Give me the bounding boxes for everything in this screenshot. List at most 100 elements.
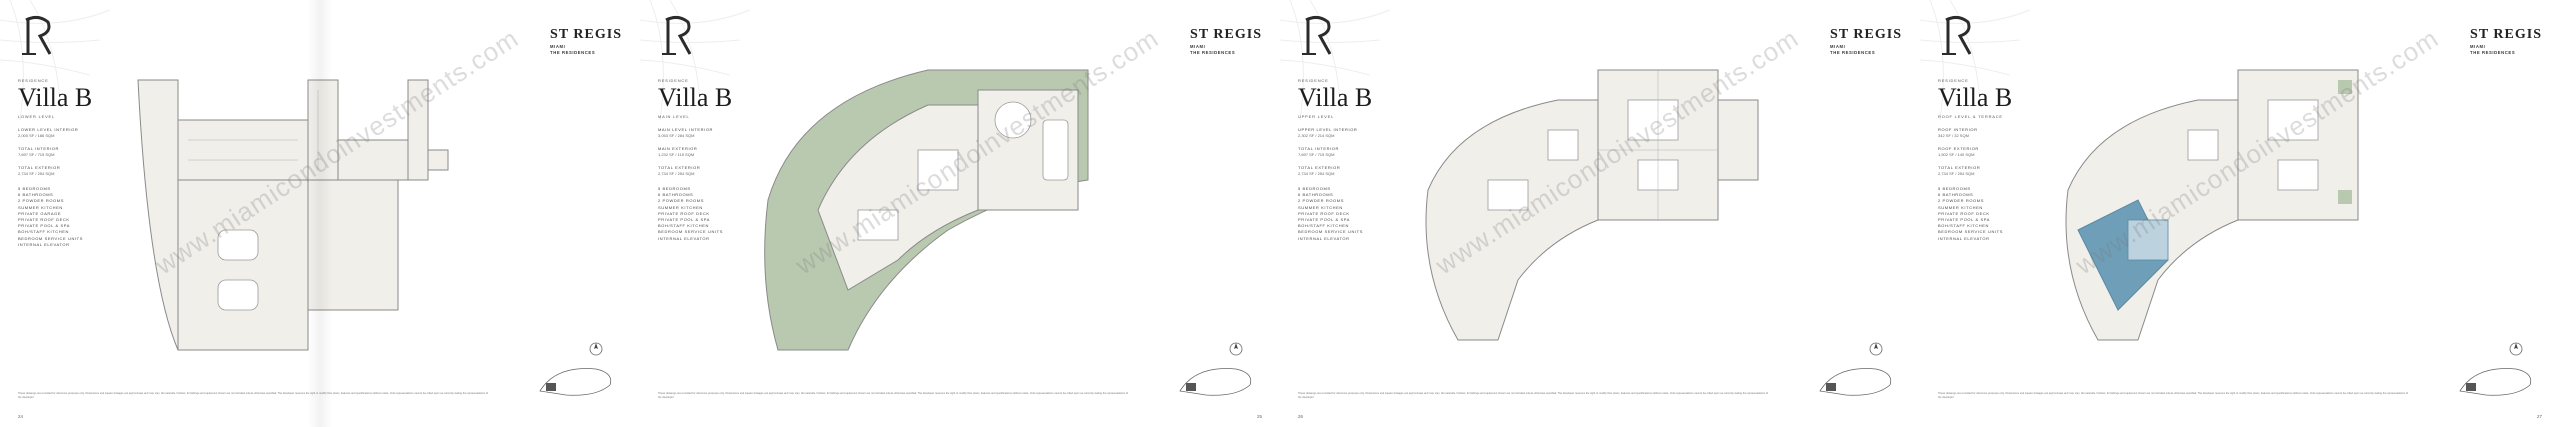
- stat-value: 2,302 SF / 214 SQM: [1298, 133, 1335, 138]
- st-regis-monogram-icon: [1302, 15, 1332, 55]
- residence-eyebrow: RESIDENCE: [18, 78, 49, 83]
- page-number: 26: [1298, 414, 1304, 419]
- brand-city: MIAMI: [1830, 43, 1846, 49]
- brand-wordmark: ST REGIS MIAMI THE RESIDENCES: [1830, 27, 1902, 56]
- feature-item: PRIVATE GARAGE: [18, 210, 62, 216]
- stat-label: ROOF INTERIOR: [1938, 127, 1978, 132]
- legal-disclaimer: These drawings are provided for referenc…: [658, 392, 1128, 399]
- residence-info: RESIDENCE Villa B ROOF LEVEL & TERRACE R…: [1938, 78, 2038, 242]
- stat-value: 2,734 SF / 254 SQM: [658, 171, 695, 176]
- stat-label: TOTAL EXTERIOR: [1938, 165, 1981, 170]
- page-lower-level: ST REGIS MIAMI THE RESIDENCES RESIDENCE …: [0, 0, 640, 427]
- stat-label: TOTAL EXTERIOR: [18, 165, 61, 170]
- level-label: MAIN LEVEL: [658, 114, 690, 119]
- stat-value: 2,734 SF / 254 SQM: [1938, 171, 1975, 176]
- stat-label: MAIN EXTERIOR: [658, 146, 698, 151]
- residence-eyebrow: RESIDENCE: [1938, 78, 1969, 83]
- floor-plan-lower-level: [137, 79, 449, 351]
- brand-tagline: THE RESIDENCES: [2470, 50, 2516, 56]
- page-upper-level: ST REGIS MIAMI THE RESIDENCES RESIDENCE …: [1280, 0, 1920, 427]
- feature-item: BEDROOM SERVICE UNITS: [18, 235, 83, 241]
- feature-item: BEDROOM SERVICE UNITS: [1298, 229, 1363, 235]
- compass-icon: [1869, 342, 1883, 356]
- feature-list: 5 BEDROOMS 6 BATHROOMS 2 POWDER ROOMS SU…: [1938, 186, 2038, 242]
- key-plan-icon: [2459, 368, 2532, 396]
- feature-item: BOH/STAFF KITCHEN: [1298, 223, 1350, 229]
- feature-item: 6 BATHROOMS: [18, 192, 54, 198]
- feature-item: BOH/STAFF KITCHEN: [1938, 223, 1990, 229]
- feature-item: PRIVATE ROOF DECK: [1938, 210, 1990, 216]
- stat-label: LOWER LEVEL INTERIOR: [18, 127, 79, 132]
- feature-item: BEDROOM SERVICE UNITS: [658, 229, 723, 235]
- legal-disclaimer: These drawings are provided for referenc…: [18, 392, 488, 399]
- feature-item: 2 POWDER ROOMS: [658, 198, 704, 204]
- feature-item: 2 POWDER ROOMS: [18, 198, 64, 204]
- feature-item: 5 BEDROOMS: [1298, 186, 1331, 191]
- brand-wordmark: ST REGIS MIAMI THE RESIDENCES: [1190, 27, 1262, 56]
- feature-item: PRIVATE ROOF DECK: [1298, 210, 1350, 216]
- residence-eyebrow: RESIDENCE: [658, 78, 689, 83]
- level-label: ROOF LEVEL & TERRACE: [1938, 114, 2003, 119]
- stat-value: 7,697 SF / 715 SQM: [1298, 152, 1335, 157]
- feature-item: INTERNAL ELEVATOR: [1298, 235, 1350, 241]
- feature-item: 6 BATHROOMS: [1938, 192, 1974, 198]
- compass-icon: [589, 342, 603, 356]
- key-plan-icon: [539, 368, 612, 396]
- residence-title: Villa B: [658, 83, 733, 112]
- stat-value: 1,502 SF / 140 SQM: [1938, 152, 1975, 157]
- st-regis-monogram-icon: [22, 15, 52, 55]
- brand-tagline: THE RESIDENCES: [1190, 50, 1236, 56]
- residence-eyebrow: RESIDENCE: [1298, 78, 1329, 83]
- page-number: 24: [18, 414, 24, 419]
- page-roof-level: ST REGIS MIAMI THE RESIDENCES RESIDENCE …: [1920, 0, 2560, 427]
- feature-item: BEDROOM SERVICE UNITS: [1938, 229, 2003, 235]
- palm-leaf-icon: [0, 0, 111, 121]
- stat-label: UPPER LEVEL INTERIOR: [1298, 127, 1358, 132]
- stat-label: TOTAL INTERIOR: [1298, 146, 1339, 151]
- residence-info: RESIDENCE Villa B MAIN LEVEL MAIN LEVEL …: [658, 78, 758, 242]
- feature-item: SUMMER KITCHEN: [658, 204, 703, 210]
- stat-value: 2,000 SF / 186 SQM: [18, 133, 55, 138]
- brand-name: ST REGIS: [1830, 27, 1902, 42]
- feature-item: PRIVATE POOL & SPA: [1938, 216, 1990, 222]
- feature-item: 6 BATHROOMS: [658, 192, 694, 198]
- feature-list: 5 BEDROOMS 6 BATHROOMS 2 POWDER ROOMS SU…: [1298, 186, 1398, 242]
- stat-label: MAIN LEVEL INTERIOR: [658, 127, 714, 132]
- feature-item: PRIVATE ROOF DECK: [18, 216, 70, 222]
- feature-item: 5 BEDROOMS: [1938, 186, 1971, 191]
- feature-item: 2 POWDER ROOMS: [1938, 198, 1984, 204]
- page-gutter: [308, 0, 332, 427]
- feature-item: INTERNAL ELEVATOR: [1938, 235, 1990, 241]
- brand-name: ST REGIS: [1190, 27, 1262, 42]
- brand-city: MIAMI: [2470, 43, 2486, 49]
- st-regis-monogram-icon: [1942, 15, 1972, 55]
- floor-plan-main-level: [764, 69, 1089, 351]
- feature-item: SUMMER KITCHEN: [1938, 204, 1983, 210]
- stat-label: ROOF EXTERIOR: [1938, 146, 1979, 151]
- key-plan-icon: [1819, 368, 1892, 396]
- feature-item: PRIVATE POOL & SPA: [18, 223, 70, 229]
- key-plan-icon: [1179, 368, 1252, 396]
- stat-label: TOTAL INTERIOR: [18, 146, 59, 151]
- residence-info: RESIDENCE Villa B UPPER LEVEL UPPER LEVE…: [1298, 78, 1398, 242]
- stat-value: 3,053 SF / 284 SQM: [658, 133, 695, 138]
- floor-plan-roof-level: [2065, 69, 2359, 341]
- page-main-level: ST REGIS MIAMI THE RESIDENCES RESIDENCE …: [640, 0, 1280, 427]
- residence-title: Villa B: [1938, 83, 2013, 112]
- compass-icon: [1229, 342, 1243, 356]
- feature-item: BOH/STAFF KITCHEN: [18, 229, 70, 235]
- feature-item: PRIVATE POOL & SPA: [658, 216, 710, 222]
- brand-name: ST REGIS: [550, 27, 622, 42]
- feature-item: 5 BEDROOMS: [18, 186, 51, 191]
- level-label: UPPER LEVEL: [1298, 114, 1335, 119]
- legal-disclaimer: These drawings are provided for referenc…: [1298, 392, 1768, 399]
- stat-label: TOTAL EXTERIOR: [658, 165, 701, 170]
- palm-leaf-icon: [1280, 0, 1391, 121]
- feature-item: PRIVATE ROOF DECK: [658, 210, 710, 216]
- stat-value: 342 SF / 32 SQM: [1938, 133, 1969, 138]
- brand-tagline: THE RESIDENCES: [1830, 50, 1876, 56]
- page-number: 27: [2536, 414, 2542, 419]
- feature-item: 2 POWDER ROOMS: [1298, 198, 1344, 204]
- residence-info: RESIDENCE Villa B LOWER LEVEL LOWER LEVE…: [18, 78, 118, 248]
